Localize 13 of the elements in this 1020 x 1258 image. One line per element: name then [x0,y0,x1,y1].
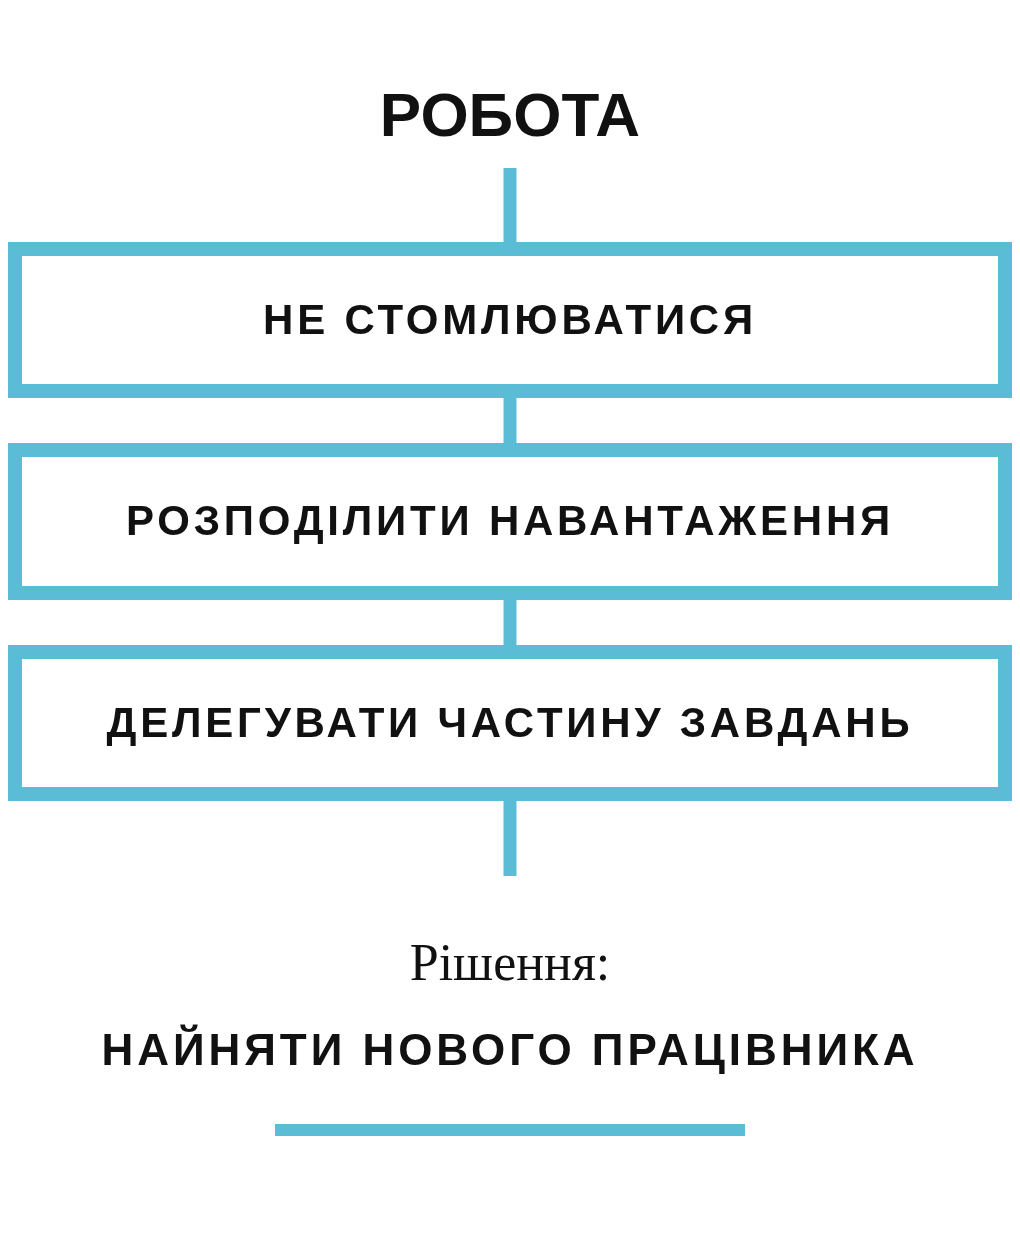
solution-text: НАЙНЯТИ НОВОГО ПРАЦІВНИКА [101,1023,919,1076]
connector-line [503,168,517,242]
process-box [8,645,1012,801]
box-label: РОЗПОДІЛИТИ НАВАНТАЖЕННЯ [126,496,894,547]
process-box [8,443,1012,600]
box-label: НЕ СТОМЛЮВАТИСЯ [263,294,757,345]
connector-line [503,801,517,876]
connector-line [503,398,517,443]
title-text: РОБОТА [379,84,641,146]
connector-line [503,600,517,645]
solution-heading: Рішення: [409,932,611,993]
box-label: ДЕЛЕГУВАТИ ЧАСТИНУ ЗАВДАНЬ [106,697,914,748]
process-box [8,242,1012,398]
